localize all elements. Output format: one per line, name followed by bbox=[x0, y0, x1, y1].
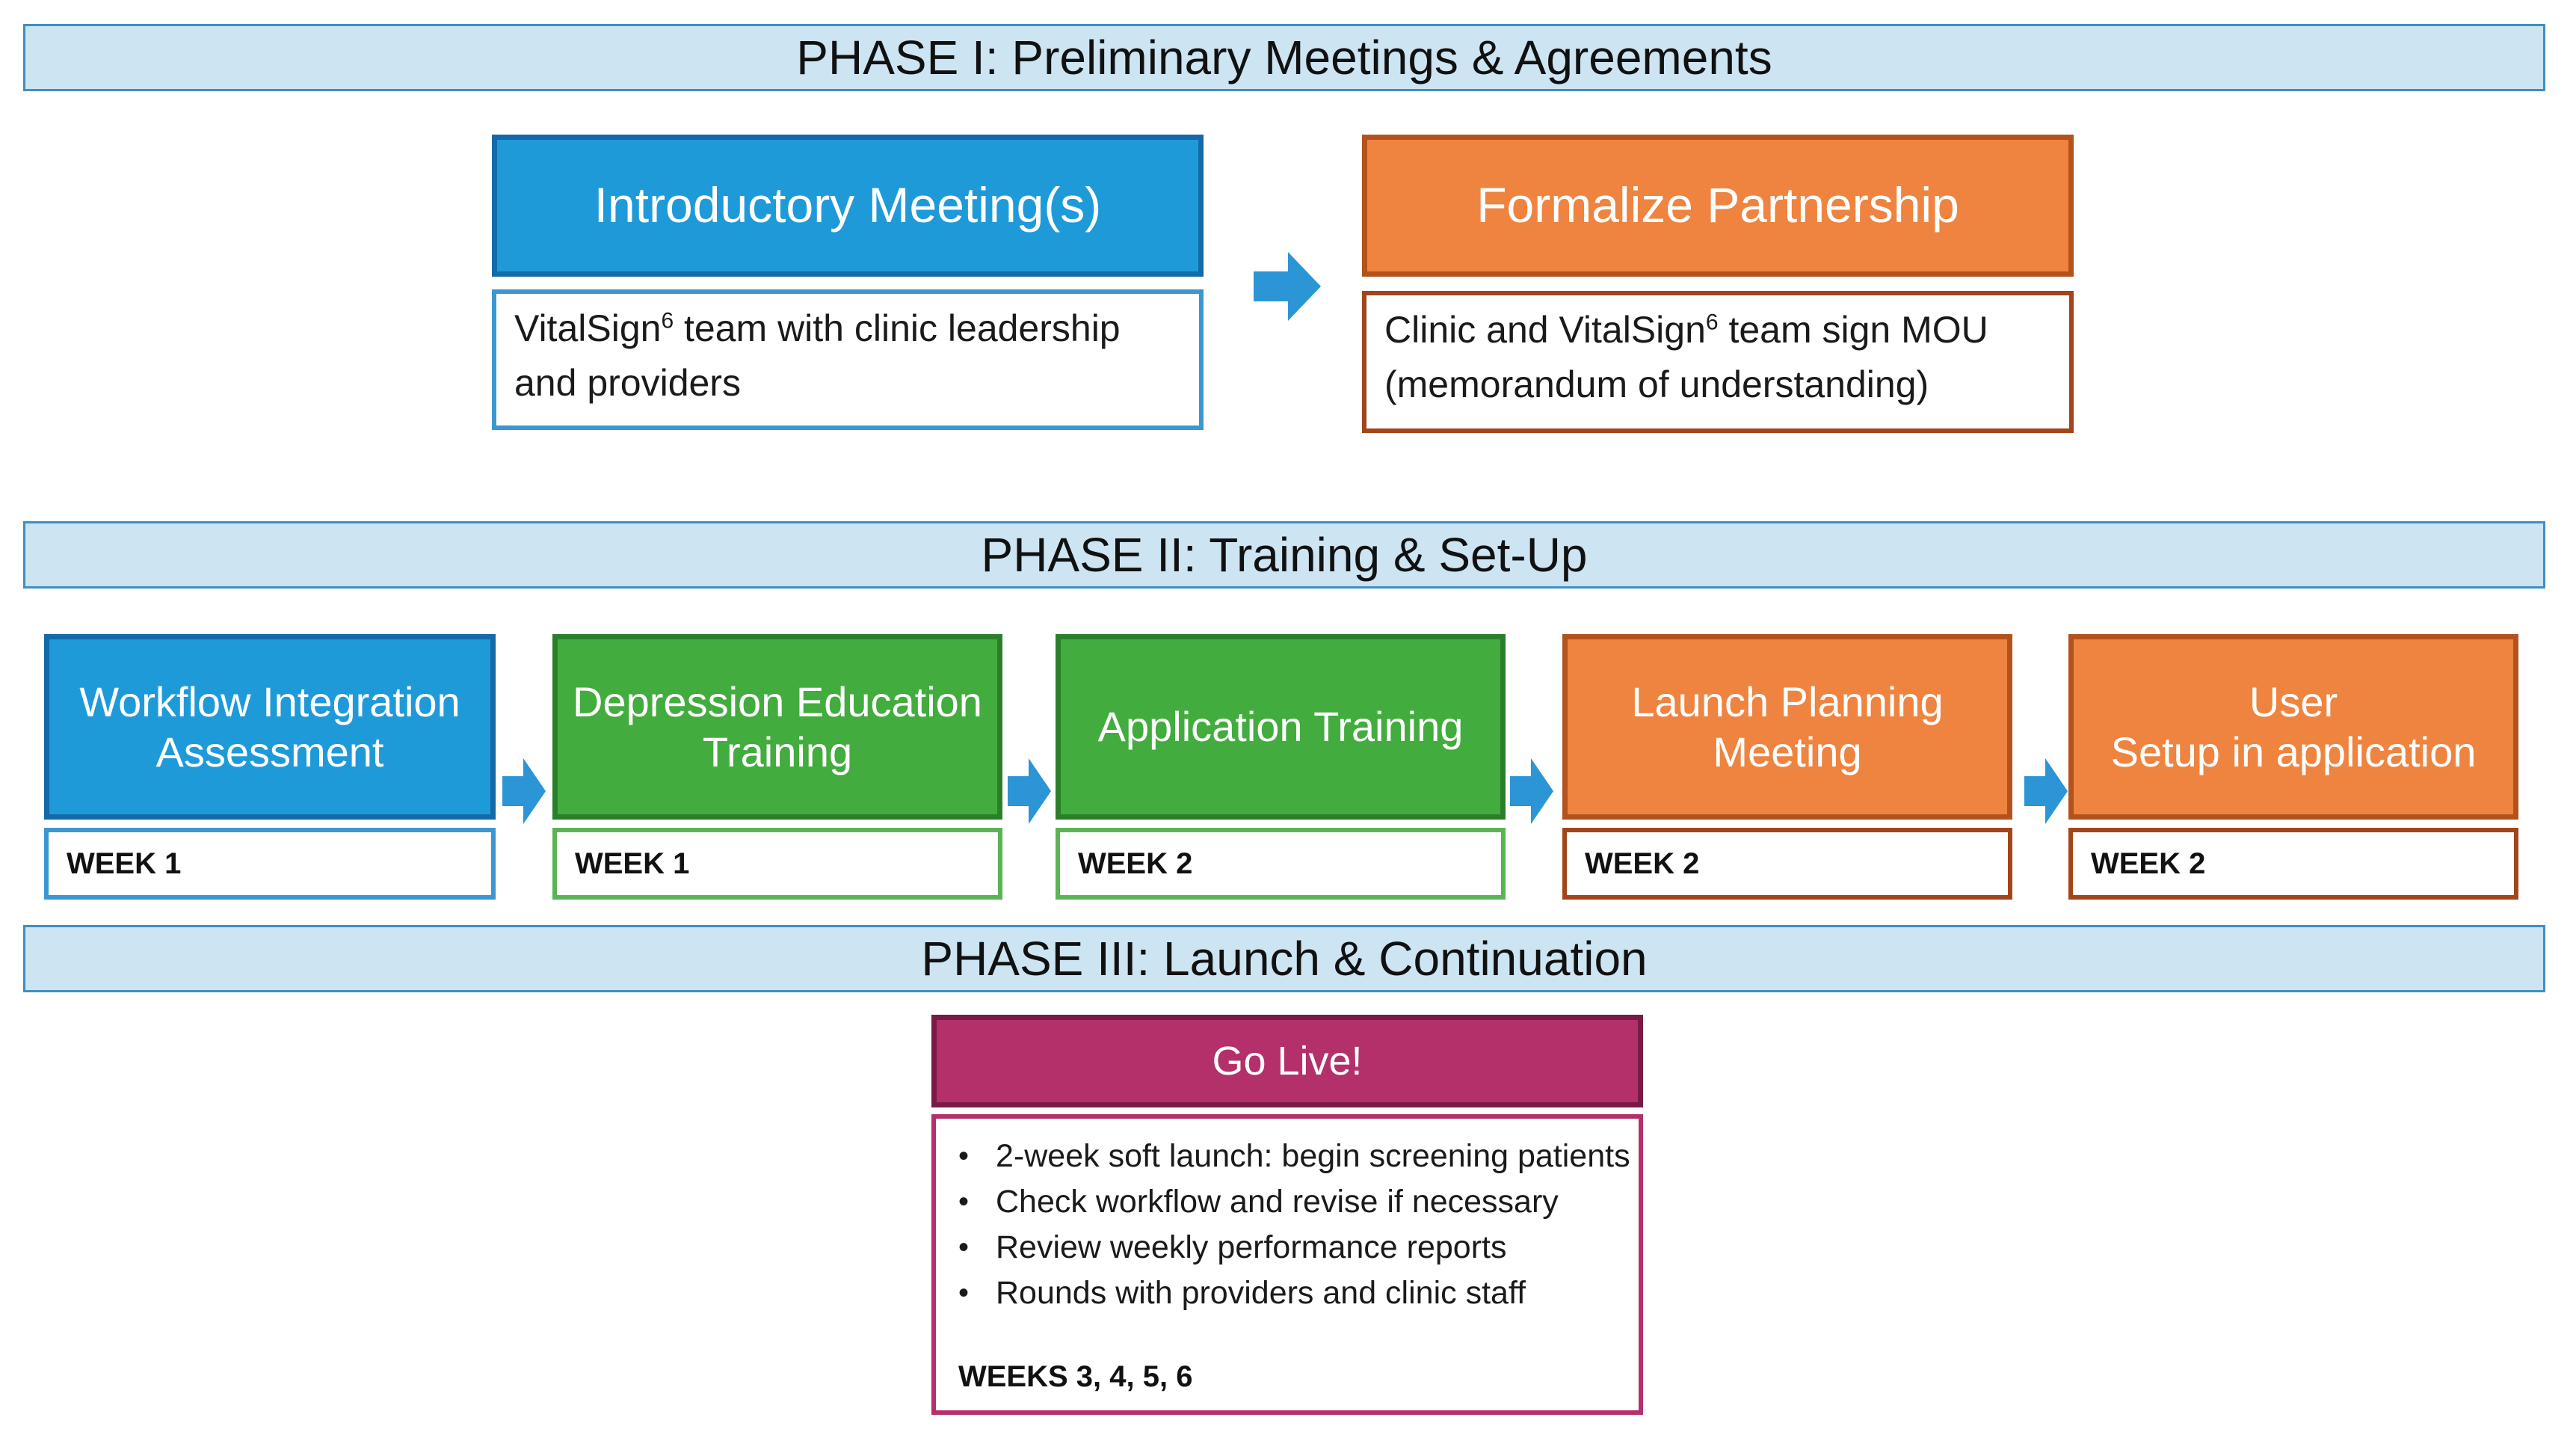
user-setup-title: User Setup in application bbox=[2110, 677, 2477, 775]
application-training-title: Application Training bbox=[1097, 703, 1464, 751]
go-live-bullet: Review weekly performance reports bbox=[958, 1225, 1639, 1270]
right-arrow-icon bbox=[502, 758, 546, 824]
workflow-integration-box: Workflow Integration Assessment bbox=[44, 634, 496, 820]
workflow-integration-title: Workflow Integration Assessment bbox=[79, 677, 460, 775]
introductory-meeting-desc-box: VitalSign6 team with clinic leadership a… bbox=[492, 289, 1204, 430]
phase-1-title: PHASE I: Preliminary Meetings & Agreemen… bbox=[796, 31, 1772, 84]
launch-planning-week: WEEK 2 bbox=[1562, 828, 2012, 900]
introductory-meeting-title: Introductory Meeting(s) bbox=[594, 177, 1102, 233]
user-setup-week: WEEK 2 bbox=[2068, 828, 2518, 900]
depression-education-week: WEEK 1 bbox=[552, 828, 1002, 900]
workflow-integration-week: WEEK 1 bbox=[44, 828, 496, 900]
formalize-partnership-desc-box: Clinic and VitalSign6 team sign MOU (mem… bbox=[1362, 291, 2074, 433]
go-live-bullet: Check workflow and revise if necessary bbox=[958, 1179, 1639, 1225]
launch-planning-box: Launch Planning Meeting bbox=[1562, 634, 2012, 820]
go-live-bullet: Rounds with providers and clinic staff bbox=[958, 1270, 1639, 1316]
formalize-partnership-title: Formalize Partnership bbox=[1476, 177, 1959, 233]
go-live-desc-box: 2-week soft launch: begin screening pati… bbox=[931, 1114, 1643, 1415]
depression-education-box: Depression Education Training bbox=[552, 634, 1002, 820]
launch-planning-title: Launch Planning Meeting bbox=[1631, 677, 1944, 775]
depression-education-title: Depression Education Training bbox=[573, 677, 982, 775]
phase-3-title: PHASE III: Launch & Continuation bbox=[921, 932, 1648, 986]
go-live-bullet: 2-week soft launch: begin screening pati… bbox=[958, 1134, 1639, 1179]
right-arrow-icon bbox=[2024, 758, 2068, 824]
introductory-meeting-desc: VitalSign6 team with clinic leadership a… bbox=[514, 307, 1121, 404]
right-arrow-icon bbox=[1008, 758, 1051, 824]
application-training-week: WEEK 2 bbox=[1056, 828, 1506, 900]
user-setup-box: User Setup in application bbox=[2068, 634, 2518, 820]
go-live-weeks: WEEKS 3, 4, 5, 6 bbox=[958, 1360, 1193, 1393]
introductory-meeting-box: Introductory Meeting(s) bbox=[492, 135, 1204, 277]
right-arrow-icon bbox=[1510, 758, 1553, 824]
go-live-bullet-list: 2-week soft launch: begin screening pati… bbox=[936, 1119, 1639, 1316]
application-training-box: Application Training bbox=[1056, 634, 1506, 820]
formalize-partnership-box: Formalize Partnership bbox=[1362, 135, 2074, 277]
phase-1-banner: PHASE I: Preliminary Meetings & Agreemen… bbox=[23, 24, 2545, 91]
go-live-box: Go Live! bbox=[931, 1015, 1643, 1107]
right-arrow-icon bbox=[1254, 252, 1321, 321]
phase-3-banner: PHASE III: Launch & Continuation bbox=[23, 925, 2545, 992]
go-live-title: Go Live! bbox=[1212, 1038, 1363, 1084]
formalize-partnership-desc: Clinic and VitalSign6 team sign MOU (mem… bbox=[1384, 309, 1988, 405]
phase-2-title: PHASE II: Training & Set-Up bbox=[981, 528, 1588, 582]
phase-2-banner: PHASE II: Training & Set-Up bbox=[23, 521, 2545, 589]
